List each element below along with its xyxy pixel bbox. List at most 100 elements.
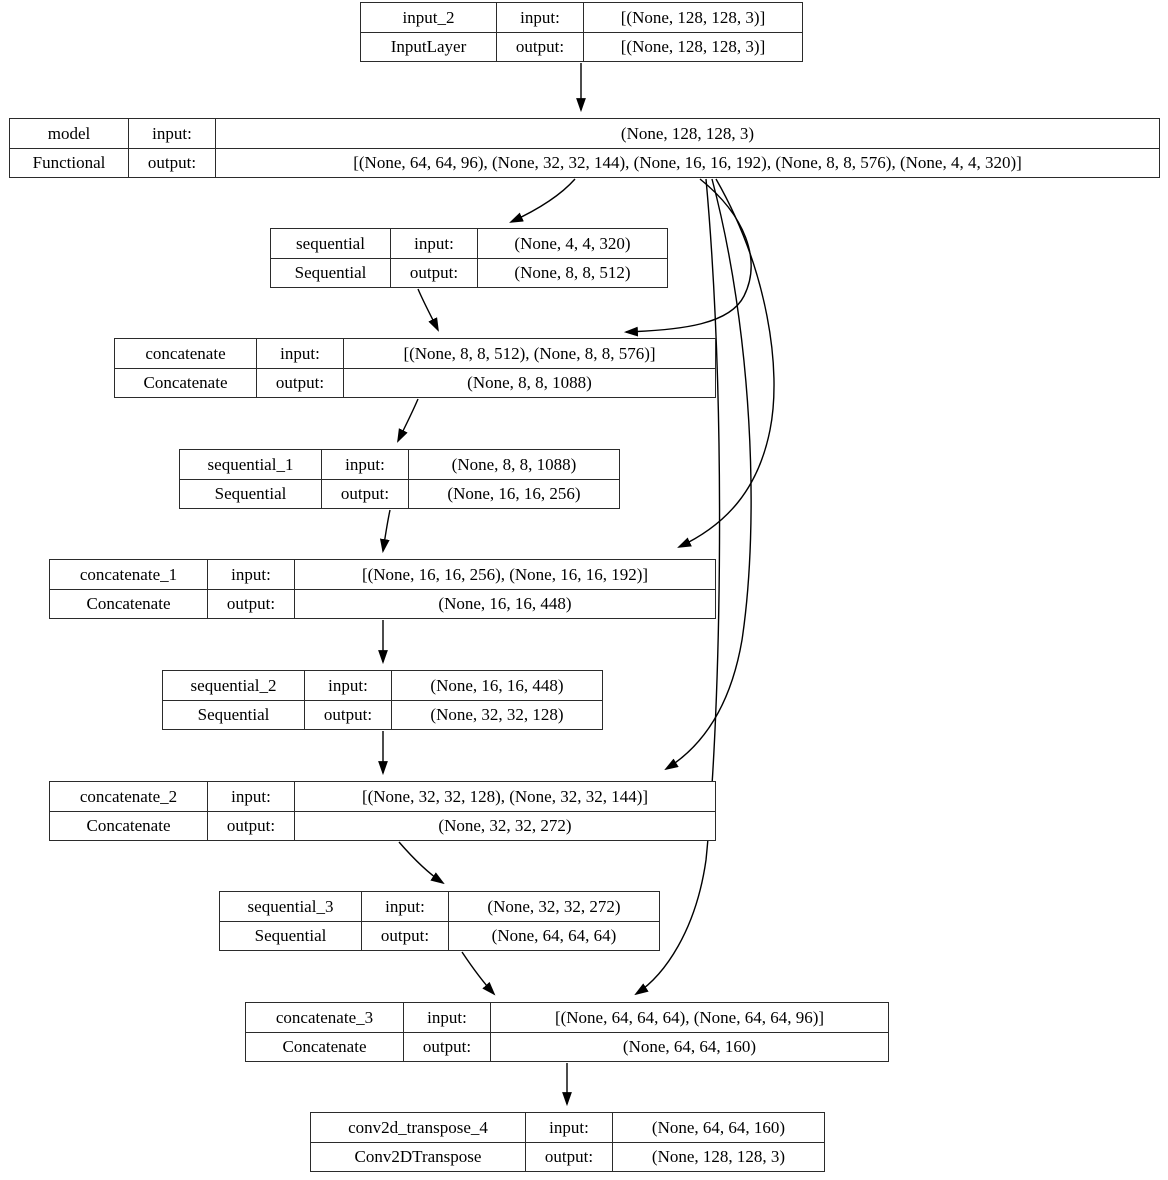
node-output-shape: (None, 8, 8, 1088)	[467, 373, 592, 393]
node-input-label: input:	[362, 892, 449, 921]
node-layer-class: Functional	[10, 148, 129, 177]
node-layer-class: Sequential	[180, 479, 322, 508]
node-output-label: output:	[208, 589, 295, 618]
node-input-shape: (None, 16, 16, 448)	[430, 675, 564, 695]
node-output-label: output:	[257, 368, 344, 397]
node-layer-name: concatenate_2	[50, 782, 208, 811]
node-input-label: input:	[208, 560, 295, 589]
node-output-shape: (None, 16, 16, 256)	[447, 484, 581, 504]
node-output-shape: (None, 32, 32, 272)	[438, 816, 572, 836]
node-input-shape: (None, 128, 128, 3)	[620, 123, 755, 143]
node-input-label: input:	[497, 3, 584, 32]
node-input-shape: (None, 8, 8, 1088)	[451, 454, 577, 474]
node-output-shape: (None, 16, 16, 448)	[438, 594, 572, 614]
node-layer-class: Conv2DTranspose	[311, 1142, 526, 1171]
node-layer-name: sequential_1	[180, 450, 322, 479]
node-output-shape: (None, 64, 64, 64)	[491, 926, 617, 946]
node-output-label: output:	[322, 479, 409, 508]
node-output-label: output:	[526, 1142, 613, 1171]
node-layer-name: model	[10, 119, 129, 148]
node-output-shape: [(None, 64, 64, 96), (None, 32, 32, 144)…	[353, 153, 1022, 173]
node-input-label: input:	[526, 1113, 613, 1142]
node-layer-name: input_2	[361, 3, 497, 32]
node-layer-class: Concatenate	[50, 811, 208, 840]
node-input-shape: [(None, 32, 32, 128), (None, 32, 32, 144…	[361, 786, 649, 806]
node-layer-name: concatenate_3	[246, 1003, 404, 1032]
node-output-shape: (None, 32, 32, 128)	[430, 705, 564, 725]
node-input-shape: (None, 32, 32, 272)	[487, 896, 621, 916]
node-layer-class: Concatenate	[246, 1032, 404, 1061]
node-output-label: output:	[305, 700, 392, 729]
node-layer-class: Sequential	[163, 700, 305, 729]
node-input-shape: [(None, 64, 64, 64), (None, 64, 64, 96)]	[554, 1007, 825, 1027]
node-output-label: output:	[208, 811, 295, 840]
node-input-shape: [(None, 16, 16, 256), (None, 16, 16, 192…	[361, 564, 649, 584]
node-layer-name: sequential	[271, 229, 391, 258]
node-layer-class: InputLayer	[361, 32, 497, 61]
node-layer-class: Sequential	[271, 258, 391, 287]
node-input-shape: (None, 4, 4, 320)	[514, 233, 631, 253]
node-layer-class: Sequential	[220, 921, 362, 950]
node-input-shape: [(None, 128, 128, 3)]	[620, 7, 766, 27]
node-layer-class: Concatenate	[50, 589, 208, 618]
node-input-shape: (None, 64, 64, 160)	[651, 1117, 786, 1137]
node-output-shape: (None, 8, 8, 512)	[514, 263, 631, 283]
node-layer-name: concatenate_1	[50, 560, 208, 589]
node-layer-name: concatenate	[115, 339, 257, 368]
node-input-label: input:	[208, 782, 295, 811]
node-layer-name: conv2d_transpose_4	[311, 1113, 526, 1142]
node-input-shape: [(None, 8, 8, 512), (None, 8, 8, 576)]	[403, 343, 656, 363]
node-layer-name: sequential_3	[220, 892, 362, 921]
node-output-shape: (None, 128, 128, 3)	[651, 1147, 786, 1167]
node-output-shape: (None, 64, 64, 160)	[622, 1037, 757, 1057]
node-output-shape: [(None, 128, 128, 3)]	[620, 37, 766, 57]
node-input-label: input:	[404, 1003, 491, 1032]
node-layer-name: sequential_2	[163, 671, 305, 700]
node-input-label: input:	[305, 671, 392, 700]
node-output-label: output:	[404, 1032, 491, 1061]
node-input-label: input:	[391, 229, 478, 258]
node-input-label: input:	[129, 119, 216, 148]
node-output-label: output:	[497, 32, 584, 61]
node-input-label: input:	[257, 339, 344, 368]
node-output-label: output:	[362, 921, 449, 950]
node-layer-class: Concatenate	[115, 368, 257, 397]
node-output-label: output:	[129, 148, 216, 177]
node-output-label: output:	[391, 258, 478, 287]
node-input-label: input:	[322, 450, 409, 479]
